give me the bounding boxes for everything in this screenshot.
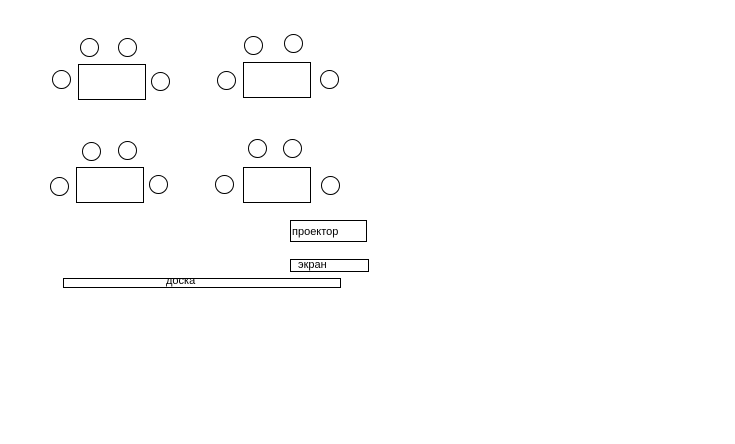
projector-box <box>290 220 367 242</box>
screen-box <box>290 259 369 272</box>
chair-bottom-right-1 <box>248 139 267 158</box>
chair-top-right-right <box>320 70 339 89</box>
board-label: доска <box>166 275 196 287</box>
chair-bottom-right-left <box>215 175 234 194</box>
chair-top-left-2 <box>118 38 137 57</box>
chair-bottom-left-2 <box>118 141 137 160</box>
table-bottom-right <box>243 167 311 203</box>
chair-bottom-left-1 <box>82 142 101 161</box>
chair-bottom-right-2 <box>283 139 302 158</box>
chair-bottom-left-right <box>149 175 168 194</box>
chair-top-left-1 <box>80 38 99 57</box>
chair-top-right-2 <box>284 34 303 53</box>
chair-bottom-right-right <box>321 176 340 195</box>
chair-top-left-left <box>52 70 71 89</box>
table-top-left <box>78 64 146 100</box>
table-bottom-left <box>76 167 144 203</box>
chair-bottom-left-left <box>50 177 69 196</box>
chair-top-right-left <box>217 71 236 90</box>
projector-label: проектор <box>292 226 339 238</box>
chair-top-left-right <box>151 72 170 91</box>
screen-label: экран <box>298 259 327 271</box>
chair-top-right-1 <box>244 36 263 55</box>
board-box <box>63 278 341 288</box>
table-top-right <box>243 62 311 98</box>
